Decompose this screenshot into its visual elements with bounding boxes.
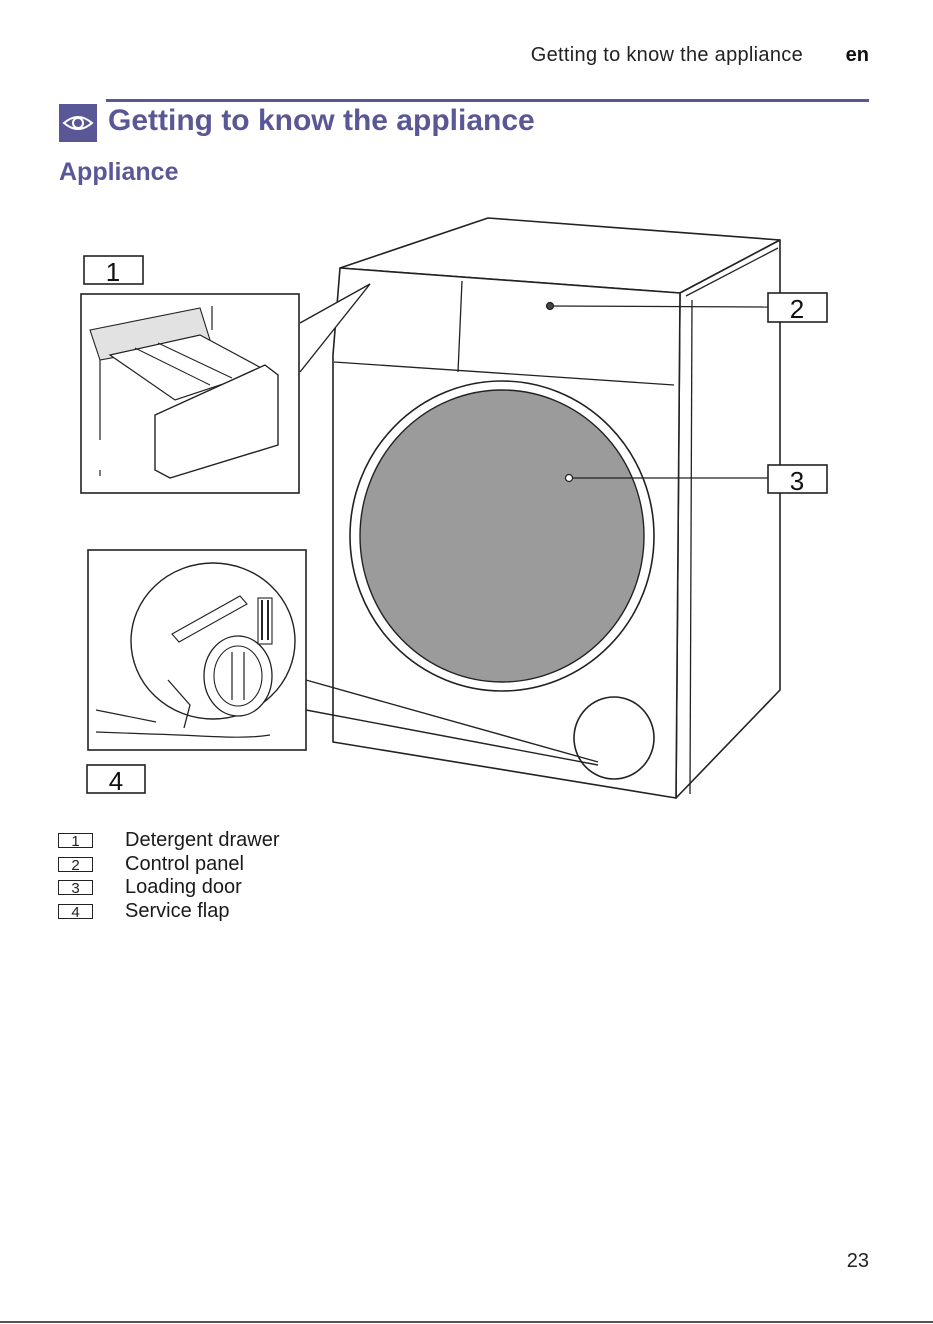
legend-label: Loading door xyxy=(125,876,242,899)
page-bottom-rule xyxy=(0,1321,933,1323)
language-code: en xyxy=(846,44,869,67)
callout-1-label: 1 xyxy=(106,257,120,287)
legend-number: 4 xyxy=(58,904,93,919)
legend-label: Control panel xyxy=(125,853,244,876)
callout-4-label: 4 xyxy=(109,766,123,796)
legend-list: 1 Detergent drawer 2 Control panel 3 Loa… xyxy=(58,829,280,923)
legend-item: 4 Service flap xyxy=(58,900,280,924)
inset-detergent-drawer xyxy=(81,284,370,493)
eye-icon xyxy=(59,104,97,142)
callout-2-label: 2 xyxy=(790,294,804,324)
door-glass xyxy=(360,390,644,682)
service-flap xyxy=(574,697,654,779)
legend-item: 3 Loading door xyxy=(58,876,280,900)
page-number: 23 xyxy=(847,1250,869,1273)
callout-3-label: 3 xyxy=(790,466,804,496)
legend-item: 1 Detergent drawer xyxy=(58,829,280,853)
appliance-illustration: 1 2 3 4 xyxy=(0,200,933,820)
running-title: Getting to know the appliance xyxy=(531,44,803,67)
legend-item: 2 Control panel xyxy=(58,853,280,877)
legend-number: 1 xyxy=(58,833,93,848)
running-header: Getting to know the appliance en xyxy=(0,44,933,70)
subsection-title: Appliance xyxy=(59,158,178,187)
section-rule xyxy=(106,99,869,102)
legend-number: 3 xyxy=(58,880,93,895)
section-title: Getting to know the appliance xyxy=(108,104,535,138)
legend-number: 2 xyxy=(58,857,93,872)
legend-label: Service flap xyxy=(125,900,230,923)
legend-label: Detergent drawer xyxy=(125,829,280,852)
